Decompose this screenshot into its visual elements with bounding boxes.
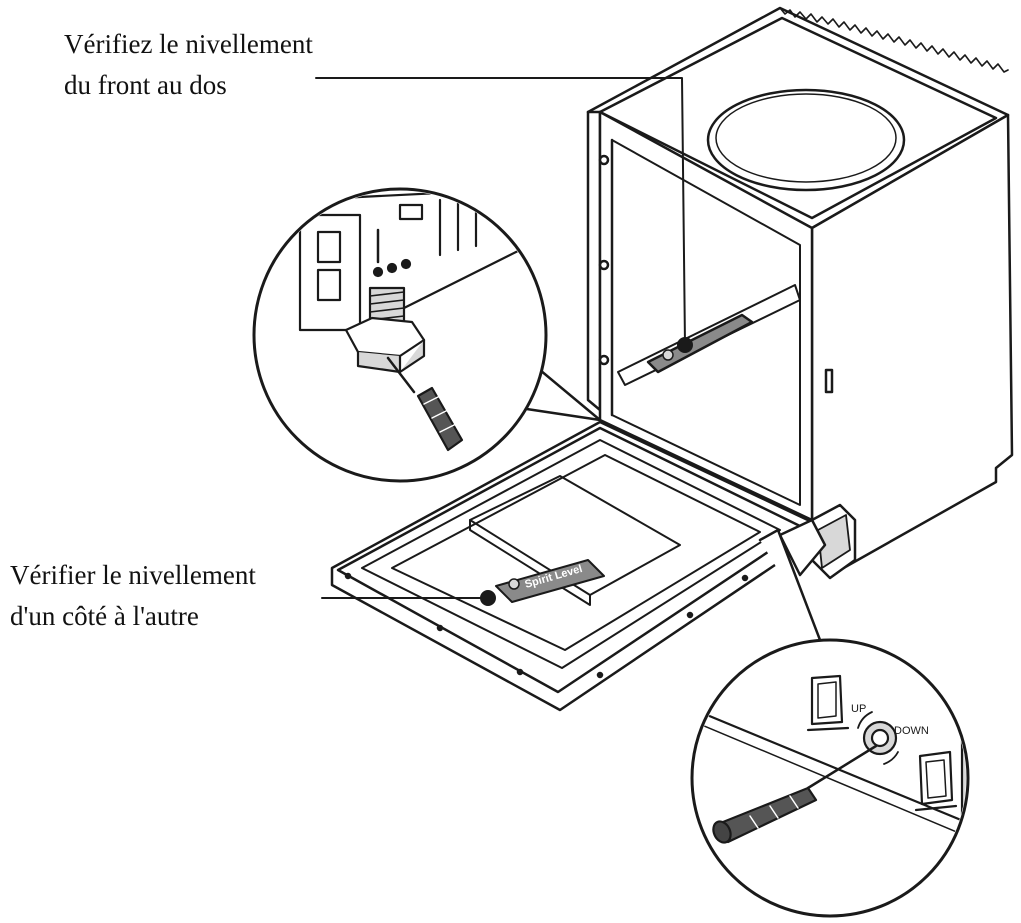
- detail-pointer-front-leg: [518, 368, 602, 422]
- post-hole: [598, 354, 610, 366]
- callout-side-to-side: Vérifier le nivellement d'un côté à l'au…: [10, 555, 256, 637]
- door-liner-inner: [391, 454, 761, 651]
- cabinet-top-rim: [598, 16, 998, 220]
- detail-pointer-rear-adjust: [758, 528, 822, 642]
- callout-side-to-side-line1: Vérifier le nivellement: [10, 560, 256, 590]
- door-screw: [516, 668, 524, 676]
- foot-bracket-slot: [316, 268, 342, 302]
- cabinet-top-vents: [779, 7, 1009, 73]
- callout-front-to-back-line1: Vérifiez le nivellement: [64, 29, 313, 59]
- leader-lines: [315, 77, 693, 606]
- door-screw: [686, 611, 694, 619]
- screwdriver-handle: [416, 386, 464, 452]
- door-hinge: [778, 518, 827, 577]
- callout-front-to-back-line2: du front au dos: [64, 70, 227, 100]
- door-screw: [344, 572, 352, 580]
- side-slot: [824, 368, 834, 394]
- screwdriver-shaft: [806, 744, 878, 790]
- top-circular-plate-inner: [715, 93, 897, 183]
- post-hole: [598, 154, 610, 166]
- leader-line-front-back: [315, 77, 686, 346]
- front-foot-bracket-inner: [817, 514, 851, 569]
- screwdriver-shaft: [386, 356, 416, 394]
- callout-side-to-side-line2: d'un côté à l'autre: [10, 601, 199, 631]
- foot-bracket-slot: [316, 230, 342, 264]
- door-screw: [596, 671, 604, 679]
- detail-front-leg: [252, 187, 602, 483]
- door-screw: [436, 624, 444, 632]
- adjuster-up-label: UP: [851, 703, 866, 715]
- leader-dot-front-back: [677, 337, 693, 353]
- level-bubble: [662, 349, 674, 361]
- dishwasher-cabinet: [586, 6, 1014, 580]
- top-circular-plate: [706, 88, 906, 192]
- adjuster-down-label: DOWN: [894, 725, 929, 737]
- leader-dot-side-side: [480, 590, 496, 606]
- post-hole: [598, 259, 610, 271]
- detail-rear-adjust: UP DOWN: [690, 528, 970, 918]
- door-liner: [361, 439, 781, 669]
- open-door: Spirit Level: [330, 420, 827, 712]
- door-screw: [741, 574, 749, 582]
- cabinet-left-post: [586, 110, 602, 412]
- front-back-level: [646, 313, 754, 374]
- callout-front-to-back: Vérifiez le nivellement du front au dos: [64, 24, 313, 106]
- door-dispenser-edge: [469, 519, 591, 606]
